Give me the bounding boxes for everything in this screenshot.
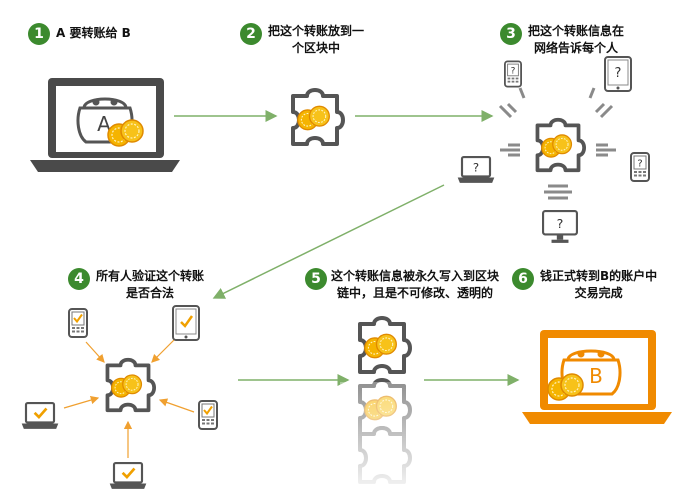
step-5: 5 这个转账信息被永久写入到区块 链中，且是不可修改、透明的 (305, 268, 499, 302)
broadcast-network (456, 56, 650, 244)
step-3-line-1: 把这个转账信息在 (528, 24, 625, 38)
chain-fade-overlay (340, 382, 426, 500)
blockchain-chain (340, 316, 426, 500)
step-3-caption: 把这个转账信息在 网络告诉每个人 (528, 23, 624, 57)
step-4: 4 所有人验证这个转账 是否合法 (68, 268, 204, 302)
verify-phone-2-icon (198, 400, 218, 430)
receiver-laptop-base (522, 412, 672, 424)
step-6: 6 钱正式转到B的账户中 交易完成 (512, 268, 657, 302)
broadcast-laptop-icon (456, 156, 496, 184)
broadcast-tablet-icon (604, 56, 632, 92)
signal-waves (498, 87, 616, 200)
step-6-line-2: 交易完成 (574, 286, 623, 300)
verify-laptop-2-icon (108, 462, 148, 490)
sender-laptop-base (30, 160, 180, 172)
step-1-badge: 1 (28, 23, 50, 45)
step-4-caption: 所有人验证这个转账 是否合法 (96, 268, 204, 302)
step-2-line-1: 把这个转账放到一 (268, 24, 365, 38)
step-2-badge: 2 (240, 23, 262, 45)
step-4-line-2: 是否合法 (126, 286, 175, 300)
step-5-line-1: 这个转账信息被永久写入到区块 (331, 269, 500, 283)
verify-arrows (63, 339, 195, 458)
wallet-b-label: B (589, 364, 603, 388)
verify-laptop-1-icon (20, 402, 60, 430)
arrow-3-to-4 (212, 184, 445, 299)
receiver-laptop: B (522, 330, 672, 424)
step-6-badge: 6 (512, 268, 534, 290)
broadcast-phone-2-icon (630, 152, 650, 182)
step-1-line-1: A 要转账给 B (56, 26, 131, 40)
step-3: 3 把这个转账信息在 网络告诉每个人 (500, 23, 624, 57)
verification-network (20, 305, 218, 490)
step-5-line-2: 链中，且是不可修改、透明的 (337, 286, 494, 300)
step-6-line-1: 钱正式转到B的账户中 (540, 269, 658, 283)
verify-phone-1-icon (68, 308, 88, 338)
wallet-a-label: A (97, 112, 111, 136)
step-6-caption: 钱正式转到B的账户中 交易完成 (540, 268, 657, 302)
sender-laptop: A (30, 78, 180, 172)
step-2: 2 把这个转账放到一 个区块中 (240, 23, 364, 57)
broadcast-phone-1-icon (504, 60, 522, 88)
step-3-badge: 3 (500, 23, 522, 45)
broadcast-monitor-icon (542, 210, 578, 244)
step-1-caption: A 要转账给 B (56, 25, 131, 42)
step-5-caption: 这个转账信息被永久写入到区块 链中，且是不可修改、透明的 (331, 268, 499, 302)
step-4-badge: 4 (68, 268, 90, 290)
step-5-badge: 5 (305, 268, 327, 290)
step-1: 1 A 要转账给 B (28, 23, 131, 45)
step-4-line-1: 所有人验证这个转账 (96, 269, 205, 283)
step-3-line-2: 网络告诉每个人 (534, 41, 619, 55)
verify-tablet-icon (172, 305, 200, 341)
step-2-line-2: 个区块中 (292, 41, 341, 55)
step-2-caption: 把这个转账放到一 个区块中 (268, 23, 364, 57)
